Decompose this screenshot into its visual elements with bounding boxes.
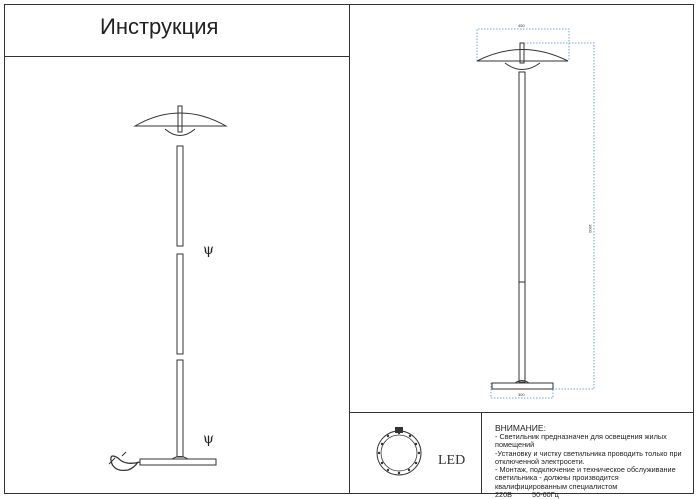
exploded-lamp-drawing (108, 105, 228, 472)
dimension-width-base: 300 (518, 392, 525, 397)
led-label: LED (438, 453, 466, 468)
note-line: - Монтаж, подключение и техническое обсл… (495, 465, 676, 475)
divider (481, 412, 482, 494)
divider (349, 412, 694, 413)
dimensioned-lamp-drawing (476, 42, 569, 390)
warning-notes: ВНИМАНИЕ: - Светильник предназначен для … (495, 424, 690, 499)
connection-symbol: ψ (203, 242, 214, 258)
note-line: помещений (495, 440, 535, 450)
note-line: квалифицированным специалистом (495, 481, 618, 491)
connection-symbol: ψ (203, 431, 214, 447)
led-ring-icon (376, 427, 422, 476)
note-line: отключенной электросети. (495, 456, 585, 466)
dimension-height: 1600 (588, 224, 593, 234)
page-title: Инструкция (100, 14, 219, 39)
notes-heading: ВНИМАНИЕ: (495, 423, 546, 433)
note-line: -Установку и чистку светильника проводит… (495, 448, 682, 458)
note-line: светильника - должны производится (495, 473, 619, 483)
divider (349, 4, 350, 494)
note-line: - Светильник предназначен для освещения … (495, 432, 667, 441)
divider (4, 56, 350, 57)
voltage: 220В (495, 490, 513, 499)
dimension-lines (476, 28, 595, 399)
dimension-width-top: 450 (518, 23, 525, 28)
frequency: 50-60Гц (532, 490, 559, 499)
